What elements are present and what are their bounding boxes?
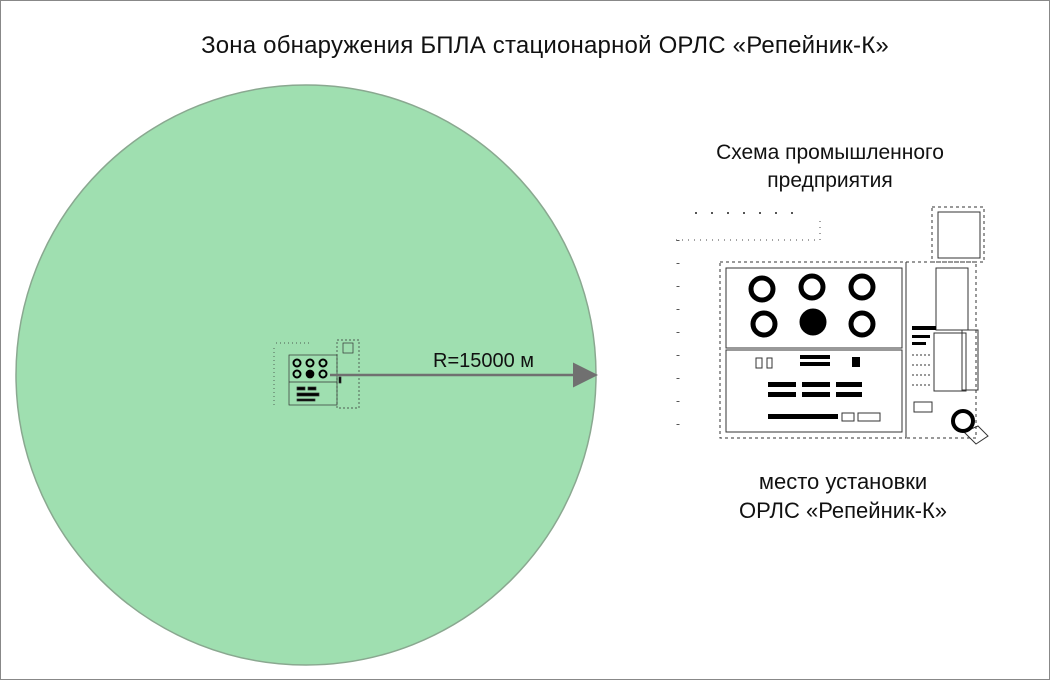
- install-label-line2: ОРЛС «Репейник-К»: [738, 498, 948, 523]
- enterprise-scheme: [676, 206, 989, 445]
- enterprise-plan-mini: [273, 339, 360, 409]
- diagram-title: Зона обнаружения БПЛА стационарной ОРЛС …: [201, 32, 889, 59]
- scheme-title-line2: предприятия: [767, 169, 893, 192]
- radar-location-marker: [951, 409, 975, 433]
- radius-label: R=15000 м: [433, 350, 535, 372]
- install-location-label: место установки ОРЛС «Репейник-К»: [688, 467, 998, 525]
- scheme-title: Схема промышленного предприятия: [680, 139, 980, 195]
- scheme-title-line1: Схема промышленного: [716, 141, 944, 164]
- install-label-line1: место установки: [758, 469, 928, 494]
